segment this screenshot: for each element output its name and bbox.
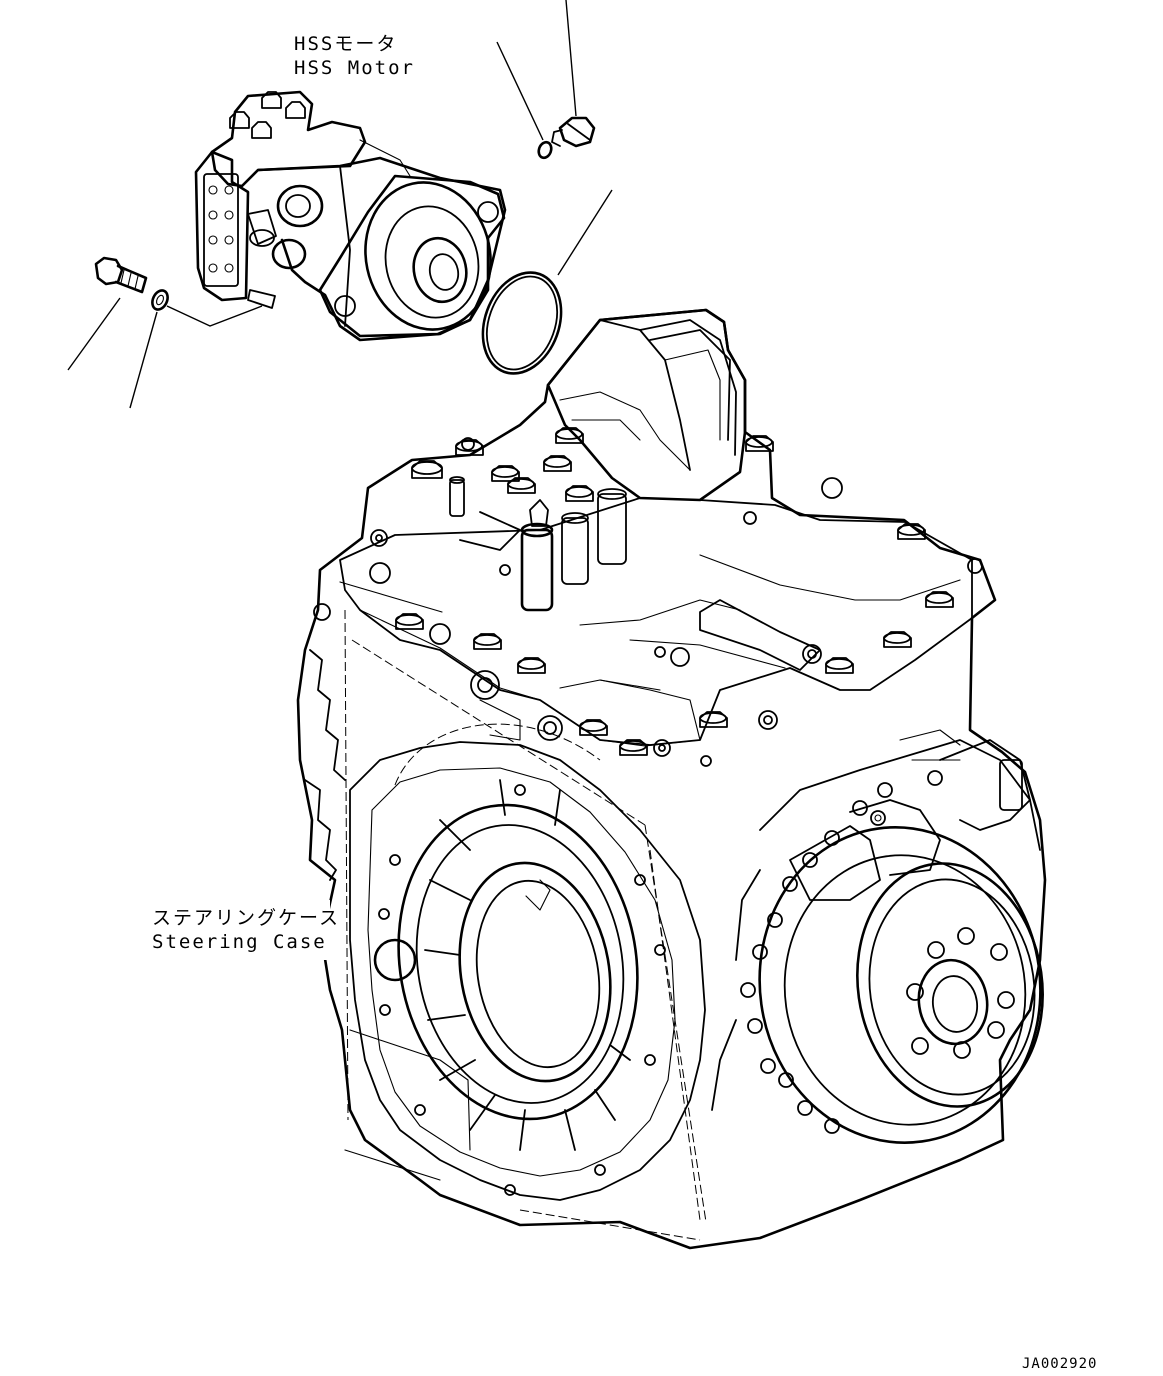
hss-motor-label-en: HSS Motor — [294, 57, 415, 79]
drawing-code: JA002920 — [1022, 1356, 1098, 1372]
steering-case-label-jp: ステアリングケース — [152, 907, 341, 929]
o-ring-large — [481, 271, 563, 375]
hss-motor-label-jp: HSSモータ — [294, 33, 398, 55]
o-ring-small — [537, 140, 553, 160]
steering-case-label-en: Steering Case — [152, 931, 327, 953]
bolt — [94, 256, 148, 294]
washer — [151, 289, 169, 311]
plug — [551, 116, 596, 148]
steering-case — [296, 308, 1047, 1250]
o-ring-large-inner — [486, 275, 558, 371]
hss-motor — [194, 90, 507, 342]
leader-lines — [67, 0, 613, 409]
